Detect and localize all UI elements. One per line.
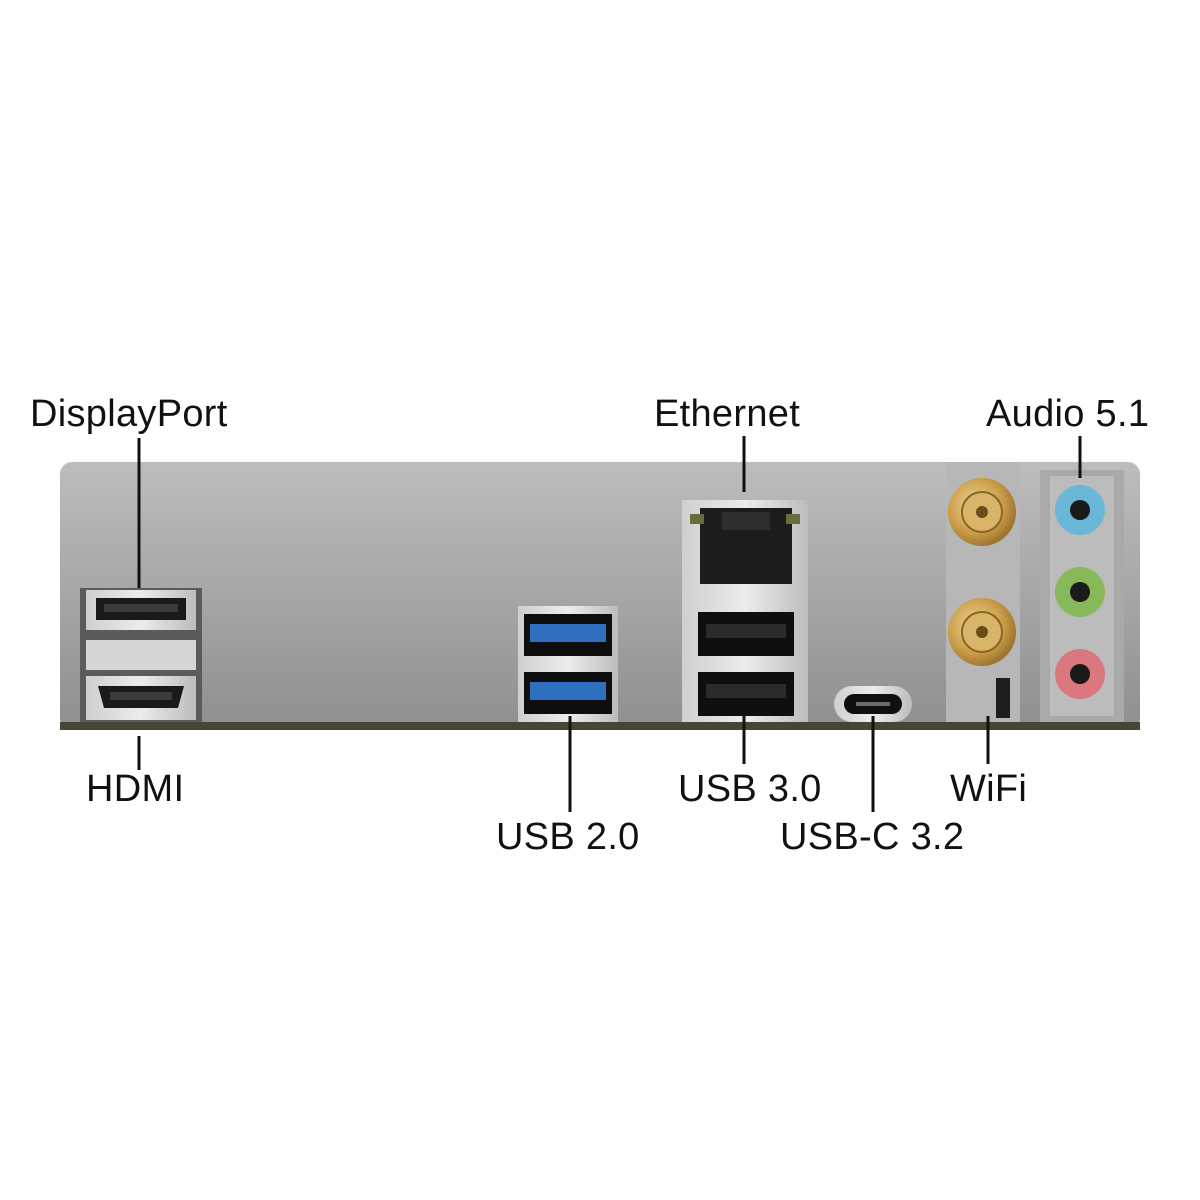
usb-port-blue-1 xyxy=(530,624,606,642)
label-ethernet: Ethernet xyxy=(654,393,801,435)
label-audio: Audio 5.1 xyxy=(986,393,1150,435)
label-usbc: USB-C 3.2 xyxy=(780,816,965,858)
label-usb30: USB 3.0 xyxy=(678,768,822,810)
usb-c-port xyxy=(834,686,912,722)
wifi-antenna-bracket xyxy=(946,462,1020,722)
audio-jack-block xyxy=(1040,470,1124,722)
io-shield-panel xyxy=(60,462,1140,730)
leader-lines xyxy=(137,436,1082,812)
label-hdmi: HDMI xyxy=(86,768,185,810)
label-wifi: WiFi xyxy=(950,768,1028,810)
pcb-edge xyxy=(60,722,1140,730)
usb-stack-blue xyxy=(518,606,618,722)
label-displayport: DisplayPort xyxy=(30,393,228,435)
video-port-stack xyxy=(80,588,202,722)
label-usb20: USB 2.0 xyxy=(496,816,640,858)
usb-port-blue-2 xyxy=(530,682,606,700)
ethernet-usb-stack xyxy=(682,500,808,722)
